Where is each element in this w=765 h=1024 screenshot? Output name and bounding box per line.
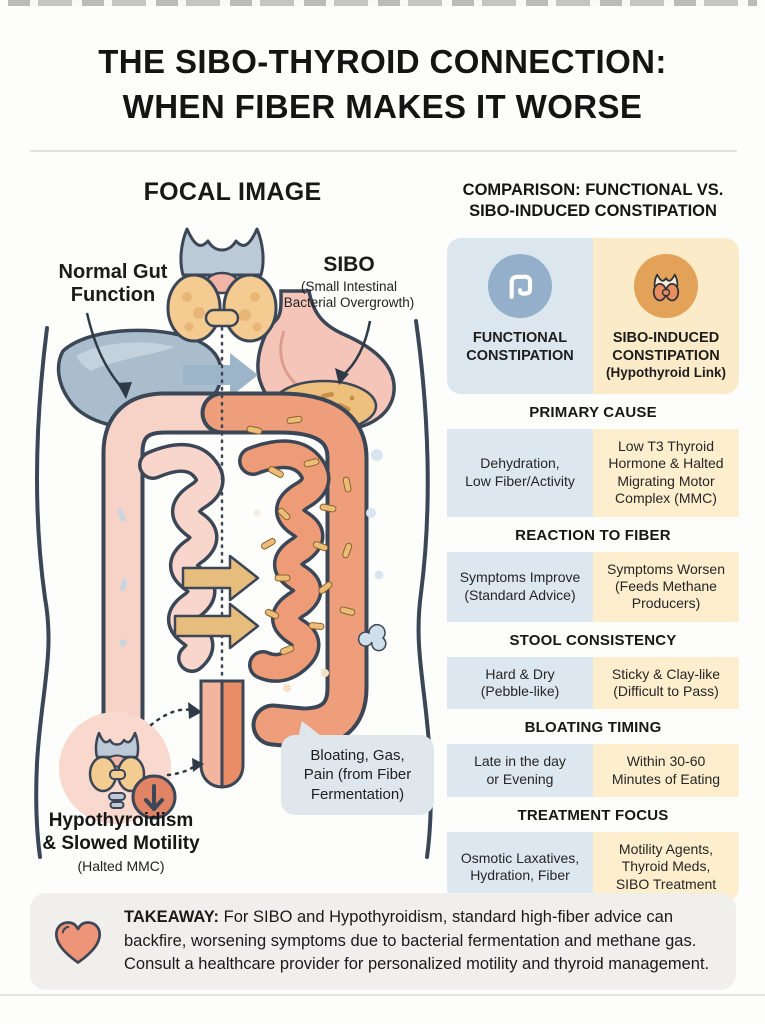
bloating-sibo-cell: Within 30-60 Minutes of Eating <box>593 744 739 798</box>
thyroid-icon <box>166 227 278 343</box>
colon-sibo-right <box>200 391 369 750</box>
cropped-text-artifact <box>8 0 757 6</box>
hypothyroidism-label-group: Hypothyroidism & Slowed Motility (Halted… <box>25 810 217 874</box>
sibo-sublabel: (Small Intestinal Bacterial Overgrowth) <box>283 279 415 311</box>
comparison-heading: COMPARISON: FUNCTIONAL VS. SIBO-INDUCED … <box>462 181 724 221</box>
heart-icon <box>52 917 104 967</box>
focal-image-heading: FOCAL IMAGE <box>143 178 322 206</box>
table-row: Osmotic Laxatives, Hydration, Fiber Moti… <box>447 832 739 903</box>
thyroid-icon <box>634 254 698 318</box>
gut-anatomy-illustration: Normal Gut Function SIBO (Small Intestin… <box>25 213 440 885</box>
comparison-table: FUNCTIONAL CONSTIPATION SIBO-INDUCED CON… <box>447 238 739 903</box>
bacteria-marks <box>246 415 356 655</box>
page-title-line2: WHEN FIBER MAKES IT WORSE <box>122 87 643 125</box>
table-row: Symptoms Improve (Standard Advice) Sympt… <box>447 551 739 622</box>
table-row: Dehydration, Low Fiber/Activity Low T3 T… <box>447 429 739 517</box>
speech-bubble-tail <box>293 717 321 742</box>
takeaway-box: TAKEAWAY: For SIBO and Hypothyroidism, s… <box>30 893 736 990</box>
sibo-column-header: SIBO-INDUCED CONSTIPATION (Hypothyroid L… <box>593 238 739 395</box>
sibo-column-subtitle: (Hypothyroid Link) <box>606 365 726 381</box>
section-header-stool-consistency: STOOL CONSISTENCY <box>509 631 677 649</box>
functional-column-title: FUNCTIONAL CONSTIPATION <box>466 330 574 365</box>
symptom-speech-bubble: Bloating, Gas, Pain (from Fiber Fermenta… <box>281 717 434 815</box>
arrowhead-normal <box>117 382 132 399</box>
hypothyroidism-label: Hypothyroidism & Slowed Motility <box>42 810 200 854</box>
table-row: Late in the day or Evening Within 30-60 … <box>447 744 739 798</box>
section-header-primary-cause: PRIMARY CAUSE <box>529 404 657 422</box>
stool-functional-cell: Hard & Dry (Pebble-like) <box>447 656 593 710</box>
dashed-arrowhead-2 <box>192 758 204 772</box>
reaction-functional-cell: Symptoms Improve (Standard Advice) <box>447 551 593 622</box>
sibo-column-title: SIBO-INDUCED CONSTIPATION <box>612 330 720 365</box>
treatment-functional-cell: Osmotic Laxatives, Hydration, Fiber <box>447 832 593 903</box>
colon-icon <box>488 254 552 318</box>
reaction-sibo-cell: Symptoms Worsen (Feeds Methane Producers… <box>593 551 739 622</box>
dashed-arrowhead-1 <box>188 702 202 719</box>
functional-column-header: FUNCTIONAL CONSTIPATION <box>447 238 593 395</box>
hypothyroid-slowdown-icon <box>59 712 177 824</box>
anatomy-scene-graphic <box>34 227 433 859</box>
halted-mmc-label: (Halted MMC) <box>77 857 165 874</box>
section-header-treatment-focus: TREATMENT FOCUS <box>517 807 669 825</box>
page-title-line1: THE SIBO-THYROID CONNECTION: <box>98 43 667 80</box>
table-row: Hard & Dry (Pebble-like) Sticky & Clay-l… <box>447 656 739 710</box>
stool-sibo-cell: Sticky & Clay-like (Difficult to Pass) <box>593 656 739 710</box>
sibo-label-group: SIBO (Small Intestinal Bacterial Overgro… <box>261 253 437 312</box>
section-header-reaction-to-fiber: REACTION TO FIBER <box>515 526 671 544</box>
primary-cause-functional-cell: Dehydration, Low Fiber/Activity <box>447 429 593 517</box>
primary-cause-sibo-cell: Low T3 Thyroid Hormone & Halted Migratin… <box>593 429 739 517</box>
normal-gut-function-label: Normal Gut Function <box>58 261 168 306</box>
takeaway-text: TAKEAWAY: For SIBO and Hypothyroidism, s… <box>124 906 710 976</box>
bottom-divider <box>0 994 765 996</box>
sibo-label: SIBO <box>323 253 375 276</box>
comparison-header-row: FUNCTIONAL CONSTIPATION SIBO-INDUCED CON… <box>447 238 739 395</box>
gas-bubbles <box>253 449 387 692</box>
symptom-bubble-text: Bloating, Gas, Pain (from Fiber Fermenta… <box>303 747 412 803</box>
transition-arrow-icon <box>183 353 258 397</box>
small-intestine-sibo <box>238 439 331 683</box>
torso-outline-left <box>34 326 51 859</box>
section-header-bloating-timing: BLOATING TIMING <box>524 719 662 737</box>
page-title: THE SIBO-THYROID CONNECTION: WHEN FIBER … <box>20 40 745 129</box>
treatment-sibo-cell: Motility Agents, Thyroid Meds, SIBO Trea… <box>593 832 739 903</box>
takeaway-body: For SIBO and Hypothyroidism, standard hi… <box>124 908 710 974</box>
bloating-functional-cell: Late in the day or Evening <box>447 744 593 798</box>
fiber-arrow-icon-2 <box>173 602 260 650</box>
title-divider <box>30 150 737 152</box>
fiber-arrow-icon-1 <box>181 554 260 602</box>
takeaway-label: TAKEAWAY: <box>124 908 220 927</box>
arrowhead-sibo <box>335 368 349 385</box>
